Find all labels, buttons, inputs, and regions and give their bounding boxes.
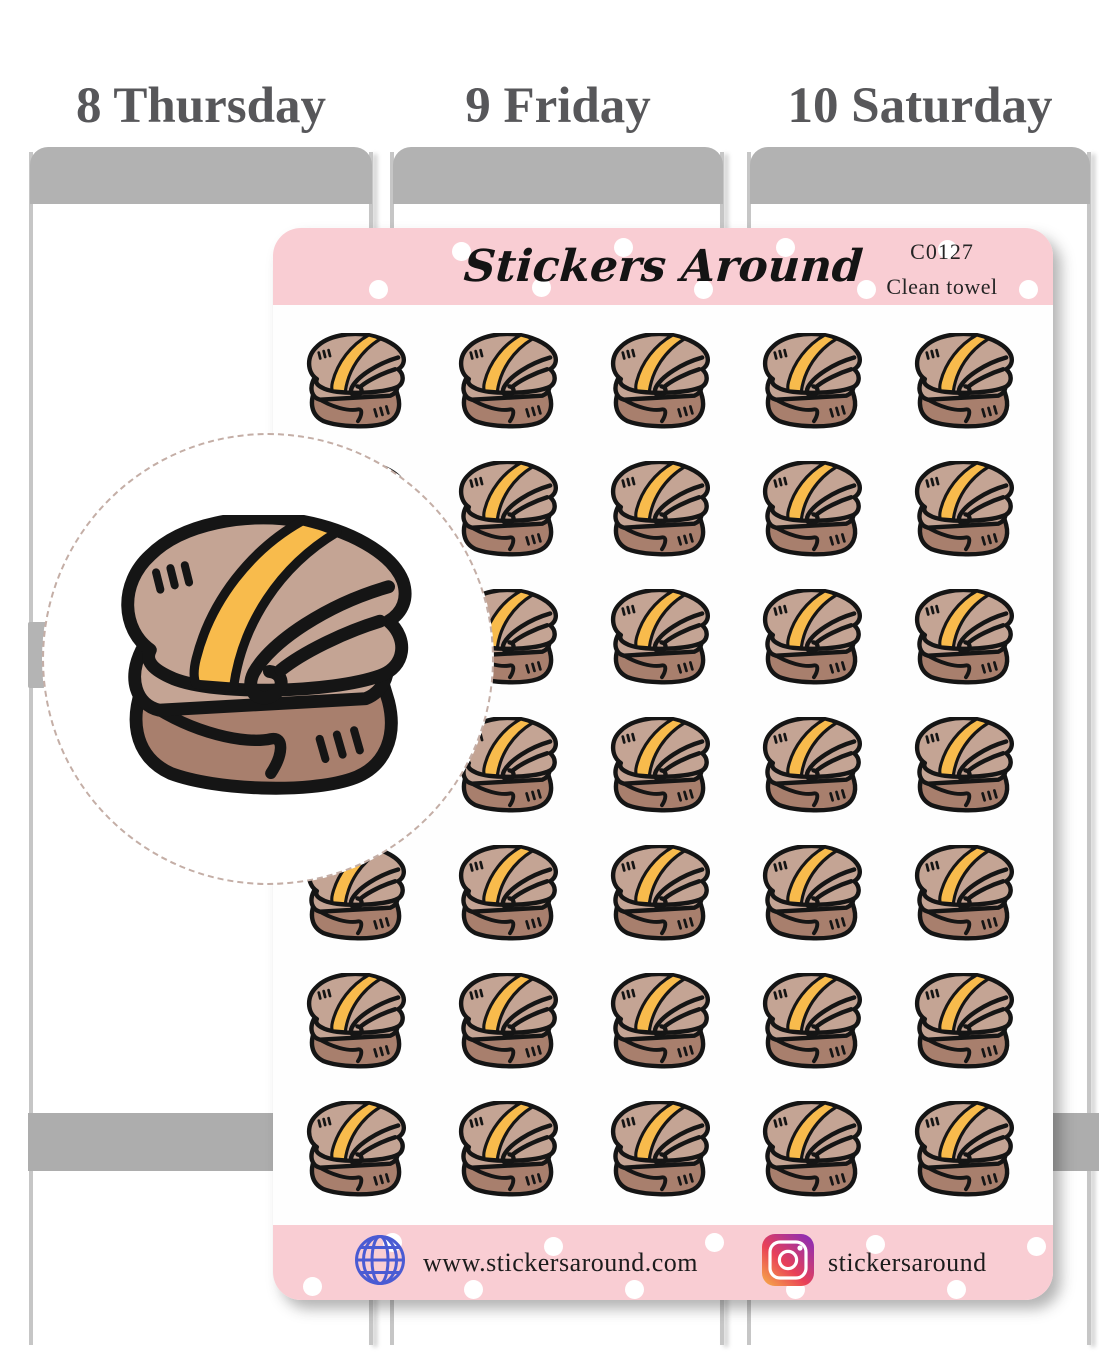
towel-sticker — [456, 973, 562, 1071]
polka-dot — [544, 1237, 563, 1256]
towel-sticker — [760, 461, 866, 559]
towel-sticker-icon — [610, 717, 711, 813]
towel-sticker — [912, 1101, 1018, 1199]
towel-sticker — [912, 461, 1018, 559]
towel-sticker-icon — [458, 333, 559, 429]
towel-sticker-icon — [762, 589, 863, 685]
brand-title: Stickers Around — [461, 241, 865, 292]
towel-sticker — [456, 845, 562, 943]
towel-sticker — [912, 973, 1018, 1071]
towel-sticker — [912, 717, 1018, 815]
towel-sticker — [608, 589, 714, 687]
towel-sticker-icon — [762, 1101, 863, 1197]
towel-sticker-icon — [762, 461, 863, 557]
towel-sticker-icon — [762, 333, 863, 429]
polka-dot — [1019, 280, 1038, 299]
towel-sticker — [456, 333, 562, 431]
towel-sticker-icon — [610, 973, 711, 1069]
instagram-handle: stickersaround — [828, 1247, 987, 1277]
globe-icon — [353, 1233, 407, 1292]
towel-sticker — [760, 973, 866, 1071]
towel-sticker-icon — [610, 333, 711, 429]
polka-dot — [857, 280, 876, 299]
towel-sticker — [912, 333, 1018, 431]
polka-dot — [776, 238, 795, 257]
towel-sticker — [456, 1101, 562, 1199]
towel-sticker-icon — [914, 845, 1015, 941]
polka-dot — [705, 1233, 724, 1252]
towel-sticker — [304, 973, 410, 1071]
towel-sticker-icon — [762, 845, 863, 941]
planner-card-header — [750, 147, 1090, 204]
preview-circle — [42, 433, 494, 885]
towel-sticker — [608, 973, 714, 1071]
towel-sticker — [304, 1101, 410, 1199]
sheet-header-band: Stickers Around C0127 Clean towel — [273, 228, 1053, 305]
towel-sticker — [608, 461, 714, 559]
towel-sticker-icon — [914, 589, 1015, 685]
polka-dot — [947, 1280, 966, 1299]
towel-sticker-icon — [306, 973, 407, 1069]
polka-dot — [369, 280, 388, 299]
towel-sticker-icon — [458, 973, 559, 1069]
towel-sticker-icon — [458, 1101, 559, 1197]
towel-sticker-icon — [914, 333, 1015, 429]
towel-sticker-icon — [306, 1101, 407, 1197]
website-text: www.stickersaround.com — [423, 1247, 699, 1277]
towel-sticker — [760, 717, 866, 815]
polka-dot — [464, 1280, 483, 1299]
polka-dot — [614, 238, 633, 257]
polka-dot — [938, 240, 957, 259]
towel-sticker-icon — [762, 717, 863, 813]
product-name: Clean towel — [886, 274, 998, 299]
towel-sticker-icon — [914, 973, 1015, 1069]
towel-sticker-icon — [306, 333, 407, 429]
towel-sticker-icon — [121, 515, 412, 795]
towel-sticker — [608, 717, 714, 815]
towel-sticker-icon — [762, 973, 863, 1069]
card-edge-line — [1087, 152, 1091, 1345]
towel-sticker-icon — [610, 461, 711, 557]
day-label: 9 Friday — [465, 78, 651, 134]
towel-sticker — [760, 333, 866, 431]
polka-dot — [866, 1235, 885, 1254]
product-code-block: C0127 Clean towel — [867, 239, 1017, 300]
polka-dot — [625, 1280, 644, 1299]
polka-dot — [303, 1277, 322, 1296]
card-edge-line — [29, 152, 33, 1345]
towel-sticker — [456, 461, 562, 559]
towel-sticker-icon — [610, 845, 711, 941]
polka-dot — [532, 278, 551, 297]
towel-sticker-icon — [610, 1101, 711, 1197]
towel-sticker-icon — [610, 589, 711, 685]
sticker-sheet: Stickers Around C0127 Clean towel — [273, 228, 1053, 1300]
towel-sticker-icon — [914, 461, 1015, 557]
towel-sticker — [608, 1101, 714, 1199]
instagram-icon — [762, 1234, 815, 1291]
towel-sticker — [608, 333, 714, 431]
towel-sticker-icon — [458, 845, 559, 941]
polka-dot — [694, 280, 713, 299]
towel-sticker — [912, 845, 1018, 943]
towel-sticker — [760, 1101, 866, 1199]
polka-dot — [1027, 1237, 1046, 1256]
towel-sticker — [304, 845, 410, 943]
towel-illustration-large — [44, 515, 492, 802]
product-code: C0127 — [910, 239, 974, 264]
towel-sticker-icon — [914, 717, 1015, 813]
towel-sticker — [912, 589, 1018, 687]
towel-sticker — [760, 845, 866, 943]
polka-dot — [452, 242, 471, 261]
towel-sticker — [608, 845, 714, 943]
towel-sticker — [304, 333, 410, 431]
towel-sticker-icon — [306, 845, 407, 941]
day-label: 10 Saturday — [787, 78, 1053, 134]
planner-card-header — [393, 147, 723, 204]
towel-sticker-icon — [914, 1101, 1015, 1197]
sheet-footer-band: www.stickersaround.com st — [273, 1225, 1053, 1300]
planner-card-header — [30, 147, 372, 204]
day-label: 8 Thursday — [76, 78, 326, 134]
towel-sticker — [760, 589, 866, 687]
towel-sticker-icon — [458, 461, 559, 557]
